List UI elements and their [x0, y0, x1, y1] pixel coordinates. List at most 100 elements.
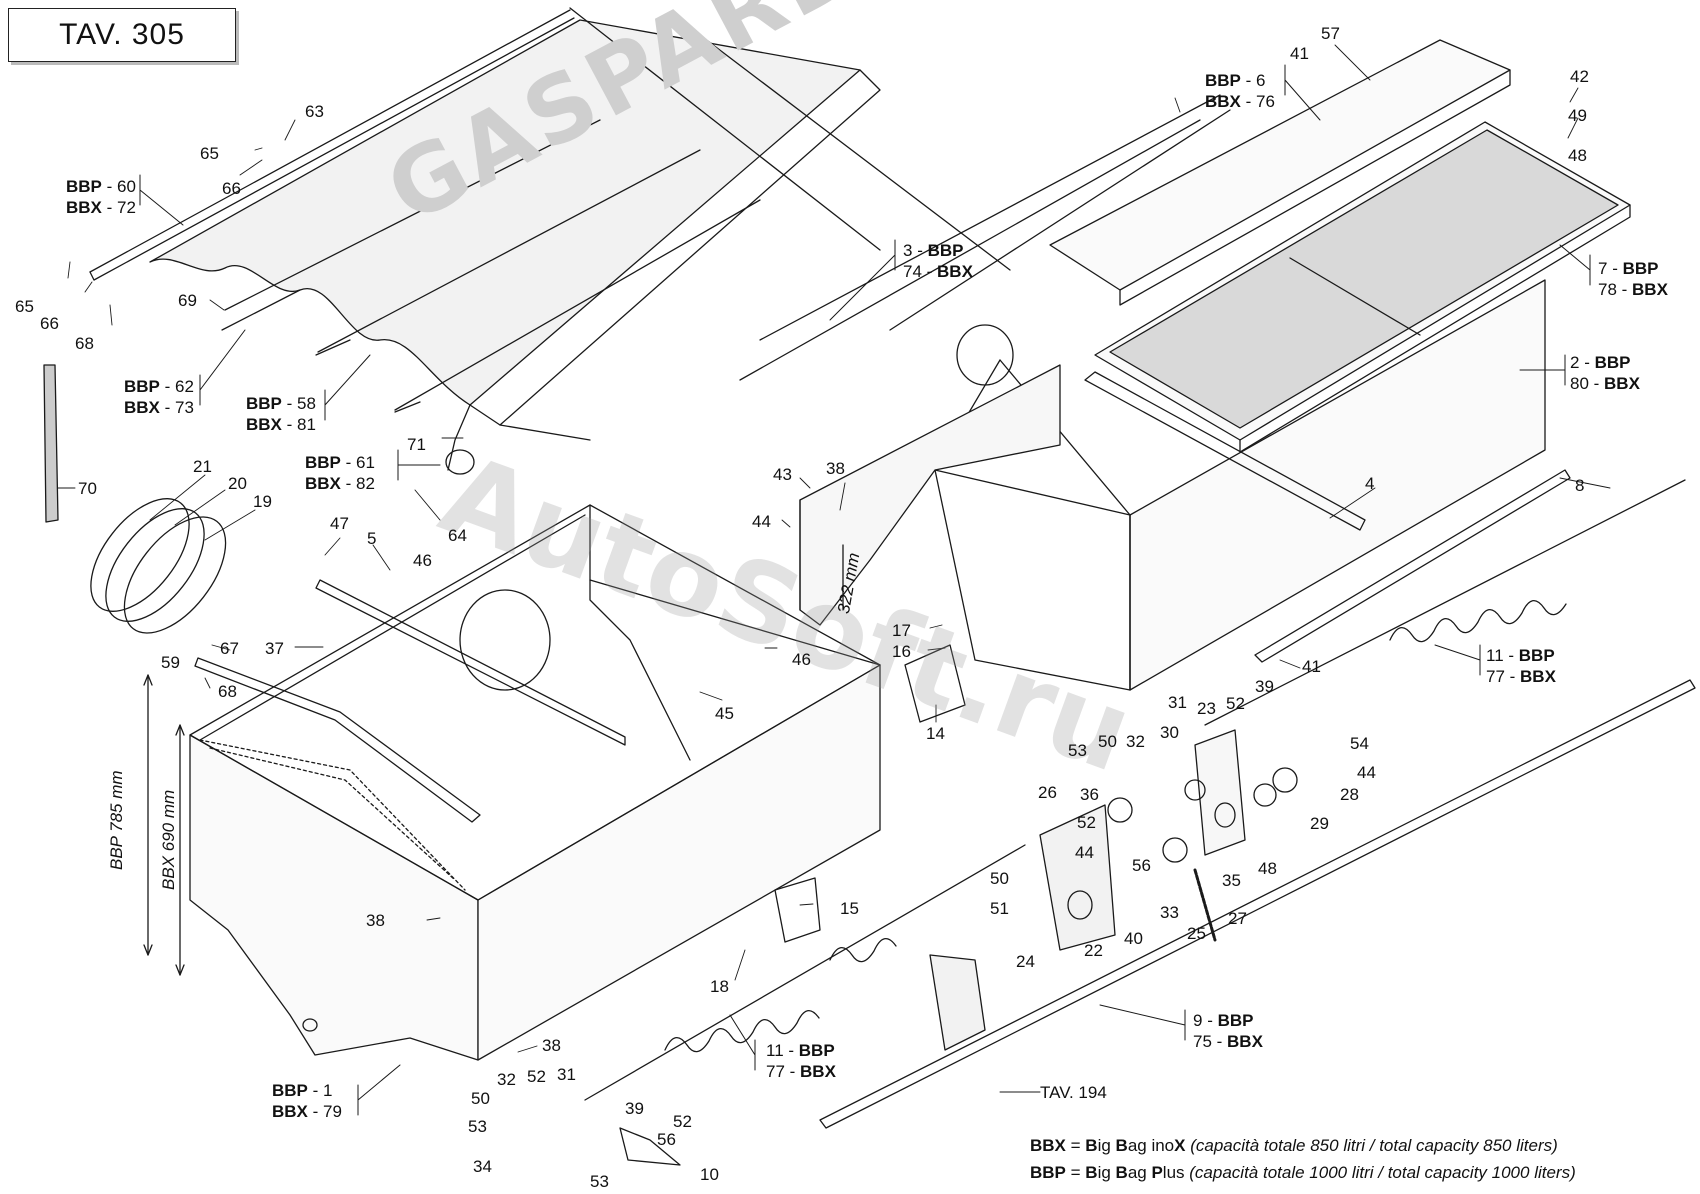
callout-11-77-lower: 11 - BBP 77 - BBX [766, 1041, 836, 1081]
brace-bars [194, 579, 626, 823]
part-label: 52 [1226, 694, 1245, 713]
dimension-lines [143, 544, 844, 976]
cover-rail [89, 9, 575, 281]
part-label: 38 [542, 1036, 561, 1055]
part-label: 31 [1168, 693, 1187, 712]
part-label: 59 [161, 653, 180, 672]
part-label: 17 [892, 621, 911, 640]
part-label: 45 [715, 704, 734, 723]
part-label: 30 [1160, 723, 1179, 742]
auger-shaft-upper [1204, 479, 1686, 726]
small-brackets [619, 644, 986, 1166]
drive-belts [90, 498, 227, 634]
tav-194-reference: TAV. 194 [1040, 1083, 1107, 1102]
part-label: 44 [752, 512, 771, 531]
part-label: 26 [1038, 783, 1057, 802]
callout-2-80: 2 - BBP 80 - BBX [1570, 353, 1640, 393]
drive-shaft [819, 679, 1696, 1129]
part-label: 63 [305, 102, 324, 121]
bbx-height-dimension: BBX 690 mm [159, 789, 178, 890]
part-label: 41 [1290, 44, 1309, 63]
tarpaulin-cover [149, 19, 881, 475]
part-label: 65 [15, 297, 34, 316]
roller-tubes [224, 7, 1231, 691]
part-label: 69 [178, 291, 197, 310]
callout-7-78: 7 - BBP 78 - BBX [1598, 259, 1668, 299]
part-label: 31 [557, 1065, 576, 1084]
part-label: 32 [497, 1070, 516, 1089]
bbp-height-dimension: BBP 785 mm [107, 770, 126, 870]
callout-60-72: BBP - 60 BBX - 72 [66, 177, 136, 217]
part-label: 70 [78, 479, 97, 498]
part-label: 71 [407, 435, 426, 454]
part-label: 50 [1098, 732, 1117, 751]
part-label: 44 [1075, 843, 1094, 862]
part-label: 51 [990, 899, 1009, 918]
part-label: 52 [1077, 813, 1096, 832]
part-label: 53 [468, 1117, 487, 1136]
part-label: 8 [1575, 476, 1585, 495]
part-label: 18 [710, 977, 729, 996]
part-label: 15 [840, 899, 859, 918]
part-label: 41 [1302, 657, 1321, 676]
part-label: 32 [1126, 732, 1145, 751]
callout-58-81: BBP - 58 BBX - 81 [246, 394, 316, 434]
part-label: 20 [228, 474, 247, 493]
side-bracket [799, 364, 1061, 626]
part-label: 34 [473, 1157, 492, 1176]
part-label: 66 [222, 179, 241, 198]
part-label: 46 [792, 650, 811, 669]
part-label: 57 [1321, 24, 1340, 43]
callout-6-76: BBP - 6 BBX - 76 [1205, 71, 1275, 111]
leader-lines [57, 44, 1611, 1053]
part-label: 52 [673, 1112, 692, 1131]
part-label: 25 [1187, 924, 1206, 943]
part-label: 44 [1357, 763, 1376, 782]
callout-11-77-upper: 11 - BBP 77 - BBX [1486, 646, 1556, 686]
part-label: 47 [330, 514, 349, 533]
part-label: 43 [773, 465, 792, 484]
part-label: 39 [625, 1099, 644, 1118]
part-label: 56 [1132, 856, 1151, 875]
part-label: 10 [700, 1165, 719, 1184]
part-label: 50 [990, 869, 1009, 888]
part-label: 39 [1255, 677, 1274, 696]
rods [221, 289, 421, 413]
angle-bar [1084, 371, 1366, 531]
callout-brackets [139, 64, 1591, 1116]
part-label: 38 [826, 459, 845, 478]
callout-62-73: BBP - 62 BBX - 73 [124, 377, 194, 417]
part-label: 38 [366, 911, 385, 930]
part-label: 37 [265, 639, 284, 658]
part-label: 23 [1197, 699, 1216, 718]
drive-plate [1194, 729, 1246, 856]
callout-61-82: BBP - 61 BBX - 82 [305, 453, 375, 493]
part-label: 65 [200, 144, 219, 163]
part-label: 27 [1228, 909, 1247, 928]
hopper-front [189, 504, 881, 1061]
part-label: 46 [413, 551, 432, 570]
part-label: 52 [527, 1067, 546, 1086]
legend-bbx: BBX = Big Bag inoX (capacità totale 850 … [1030, 1136, 1558, 1155]
part-label: 50 [471, 1089, 490, 1108]
part-label: 5 [367, 529, 377, 548]
legend-bbp: BBP = Big Bag Plus (capacità totale 1000… [1030, 1163, 1576, 1182]
part-label: 14 [926, 724, 945, 743]
part-label: 4 [1365, 474, 1375, 493]
part-label: 48 [1568, 146, 1587, 165]
callout-3-74: 3 - BBP 74 - BBX [903, 241, 973, 281]
part-label: 54 [1350, 734, 1369, 753]
part-label: 42 [1570, 67, 1589, 86]
part-label: 64 [448, 526, 467, 545]
part-label: 28 [1340, 785, 1359, 804]
part-label: 53 [1068, 741, 1087, 760]
part-label: 21 [193, 457, 212, 476]
part-label: 22 [1084, 941, 1103, 960]
part-label: 33 [1160, 903, 1179, 922]
rubber-strip [43, 364, 59, 523]
lid-frame [1094, 121, 1631, 453]
part-label: 36 [1080, 785, 1099, 804]
part-label: 49 [1568, 106, 1587, 125]
part-label: 68 [75, 334, 94, 353]
callout-1-79: BBP - 1 BBX - 79 [272, 1081, 342, 1121]
